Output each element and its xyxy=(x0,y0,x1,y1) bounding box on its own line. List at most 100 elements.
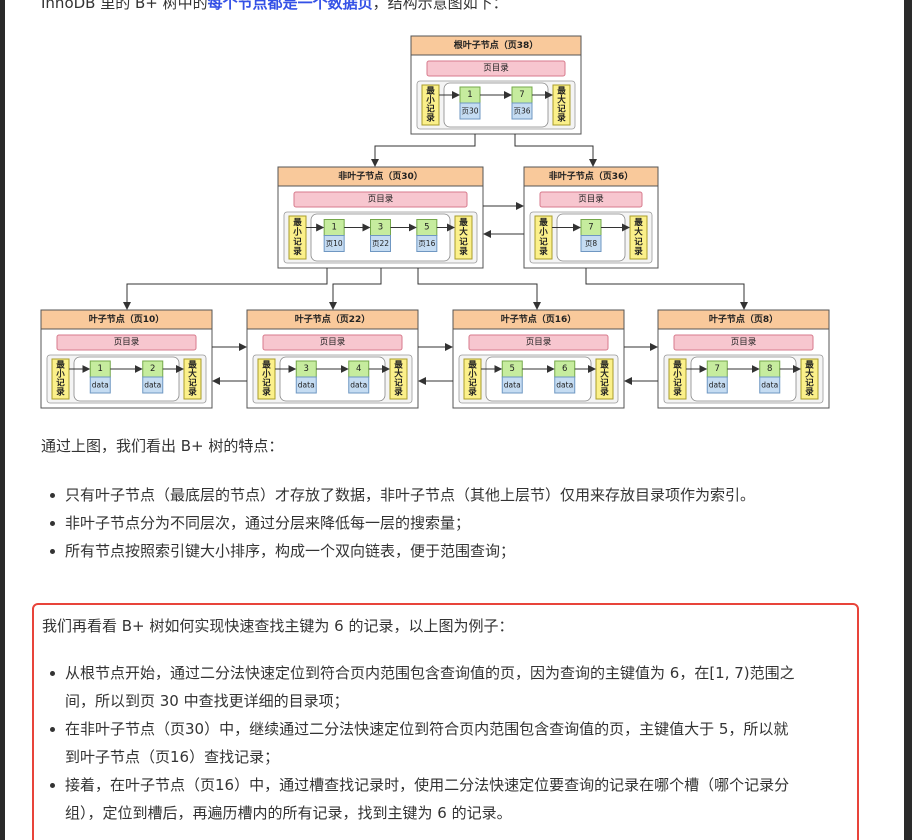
min-record-char: 小 xyxy=(292,227,302,238)
page-directory-label: 页目录 xyxy=(114,338,140,348)
max-record-char: 最 xyxy=(600,360,609,371)
min-record-char: 录 xyxy=(56,387,65,397)
max-record-char: 记 xyxy=(634,236,643,247)
min-record-char: 小 xyxy=(538,227,548,238)
page-directory-bar xyxy=(262,334,403,351)
record-value: 页16 xyxy=(418,239,435,248)
min-record-char: 最 xyxy=(293,217,302,228)
leaf-node-title: 叶子节点（页22） xyxy=(295,313,371,325)
bplus-tree-diagram: 根叶子节点（页38）页目录最小记录最大记录1页307页36非叶子节点（页30）页… xyxy=(40,35,830,409)
tree-arrow xyxy=(514,134,597,167)
root-node-title: 根叶子节点（页38） xyxy=(454,39,539,51)
internal-node-title-bar xyxy=(277,166,484,187)
min-record-char: 记 xyxy=(468,377,477,388)
page-directory-bar xyxy=(56,334,197,351)
page-directory-label: 页目录 xyxy=(483,64,509,74)
search-example-box xyxy=(32,603,859,840)
min-record-char: 最 xyxy=(539,217,548,228)
record-key: 5 xyxy=(510,364,515,374)
page-directory-bar xyxy=(468,334,609,351)
max-record-char: 大 xyxy=(188,369,197,380)
record-value-box xyxy=(295,376,317,394)
min-record-char: 录 xyxy=(539,247,548,257)
record-value-box xyxy=(511,102,533,120)
left-window-edge xyxy=(0,0,5,840)
min-record-char: 记 xyxy=(262,377,271,388)
min-record-char: 最 xyxy=(673,360,682,371)
min-record-char: 记 xyxy=(426,103,435,114)
max-record-char: 记 xyxy=(805,377,814,388)
record-value-box xyxy=(416,235,438,252)
features-intro: 通过上图，我们看出 B+ 树的特点： xyxy=(41,437,284,455)
internal-node-title-bar xyxy=(523,166,659,187)
min-record xyxy=(534,215,553,260)
record-key: 3 xyxy=(378,223,383,233)
record-value: data xyxy=(761,381,778,390)
max-record-char: 录 xyxy=(394,387,403,397)
leaf-node-title-bar xyxy=(40,309,213,330)
min-record-char: 小 xyxy=(672,369,682,380)
min-record-char: 小 xyxy=(467,369,477,380)
record-key: 7 xyxy=(519,90,524,100)
record-key: 1 xyxy=(331,223,336,233)
max-record xyxy=(552,84,571,126)
min-record xyxy=(257,358,276,400)
max-record-char: 大 xyxy=(634,227,643,238)
record-value: data xyxy=(504,381,521,390)
min-record-char: 最 xyxy=(426,86,435,97)
internal-node-title: 非叶子节点（页36） xyxy=(549,170,634,182)
min-record-char: 录 xyxy=(293,247,302,257)
page-directory-label: 页目录 xyxy=(526,338,552,348)
min-record-char: 小 xyxy=(425,95,435,106)
tree-arrow xyxy=(123,268,328,310)
min-record xyxy=(51,358,70,400)
record-key: 7 xyxy=(588,223,593,233)
tree-arrow xyxy=(371,134,476,167)
page-directory-bar xyxy=(293,191,468,208)
article-body: InnoDB 里的 B+ 树中的每个节点都是一个数据页，结构示意图如下： 根叶子… xyxy=(5,0,904,840)
max-record-char: 最 xyxy=(394,360,403,371)
max-record-char: 最 xyxy=(557,86,566,97)
min-record xyxy=(463,358,482,400)
record-key: 1 xyxy=(467,90,472,100)
min-record-char: 录 xyxy=(426,113,435,123)
min-record-char: 最 xyxy=(262,360,271,371)
search-step: 在非叶子节点（页30）中，继续通过二分法快速定位到符合页内范围包含查询值的页，主… xyxy=(41,715,801,771)
record-value-box xyxy=(370,235,391,252)
root-node-title-bar xyxy=(410,35,582,56)
feature-item: 只有叶子节点（最底层的节点）才存放了数据，非叶子节点（其他上层节）仅用来存放目录… xyxy=(41,481,801,509)
record-value-box xyxy=(348,376,370,394)
record-value-box xyxy=(580,235,602,252)
record-value-box xyxy=(554,376,576,394)
max-record-char: 记 xyxy=(188,377,197,388)
min-record-char: 小 xyxy=(261,369,271,380)
min-record xyxy=(288,215,307,260)
record-value: 页8 xyxy=(585,239,597,248)
page-directory-label: 页目录 xyxy=(731,338,757,348)
leaf-node-title-bar xyxy=(657,309,830,330)
page-directory-bar xyxy=(426,60,566,77)
record-value-box xyxy=(706,376,728,394)
max-record xyxy=(595,358,614,400)
max-record-char: 录 xyxy=(188,387,197,397)
page-directory-bar xyxy=(539,191,643,208)
max-record-char: 大 xyxy=(459,227,468,238)
max-record-char: 最 xyxy=(634,217,643,228)
page-directory-label: 页目录 xyxy=(320,338,346,348)
min-record-char: 记 xyxy=(673,377,682,388)
record-value: 页36 xyxy=(513,107,530,116)
max-record xyxy=(454,215,473,260)
max-record-char: 记 xyxy=(600,377,609,388)
record-key: 4 xyxy=(356,364,361,374)
min-record xyxy=(668,358,687,400)
record-value-box xyxy=(501,376,523,394)
intro-highlight: 每个节点都是一个数据页 xyxy=(207,0,373,12)
search-intro: 我们再看看 B+ 树如何实现快速查找主键为 6 的记录，以上图为例子： xyxy=(42,617,514,635)
max-record-char: 大 xyxy=(805,369,814,380)
max-record-char: 大 xyxy=(557,95,566,106)
record-value-box xyxy=(323,235,345,252)
min-record-char: 最 xyxy=(468,360,477,371)
max-record xyxy=(389,358,408,400)
right-window-edge xyxy=(904,0,912,840)
intro-prefix: InnoDB 里的 B+ 树中的 xyxy=(41,0,208,12)
